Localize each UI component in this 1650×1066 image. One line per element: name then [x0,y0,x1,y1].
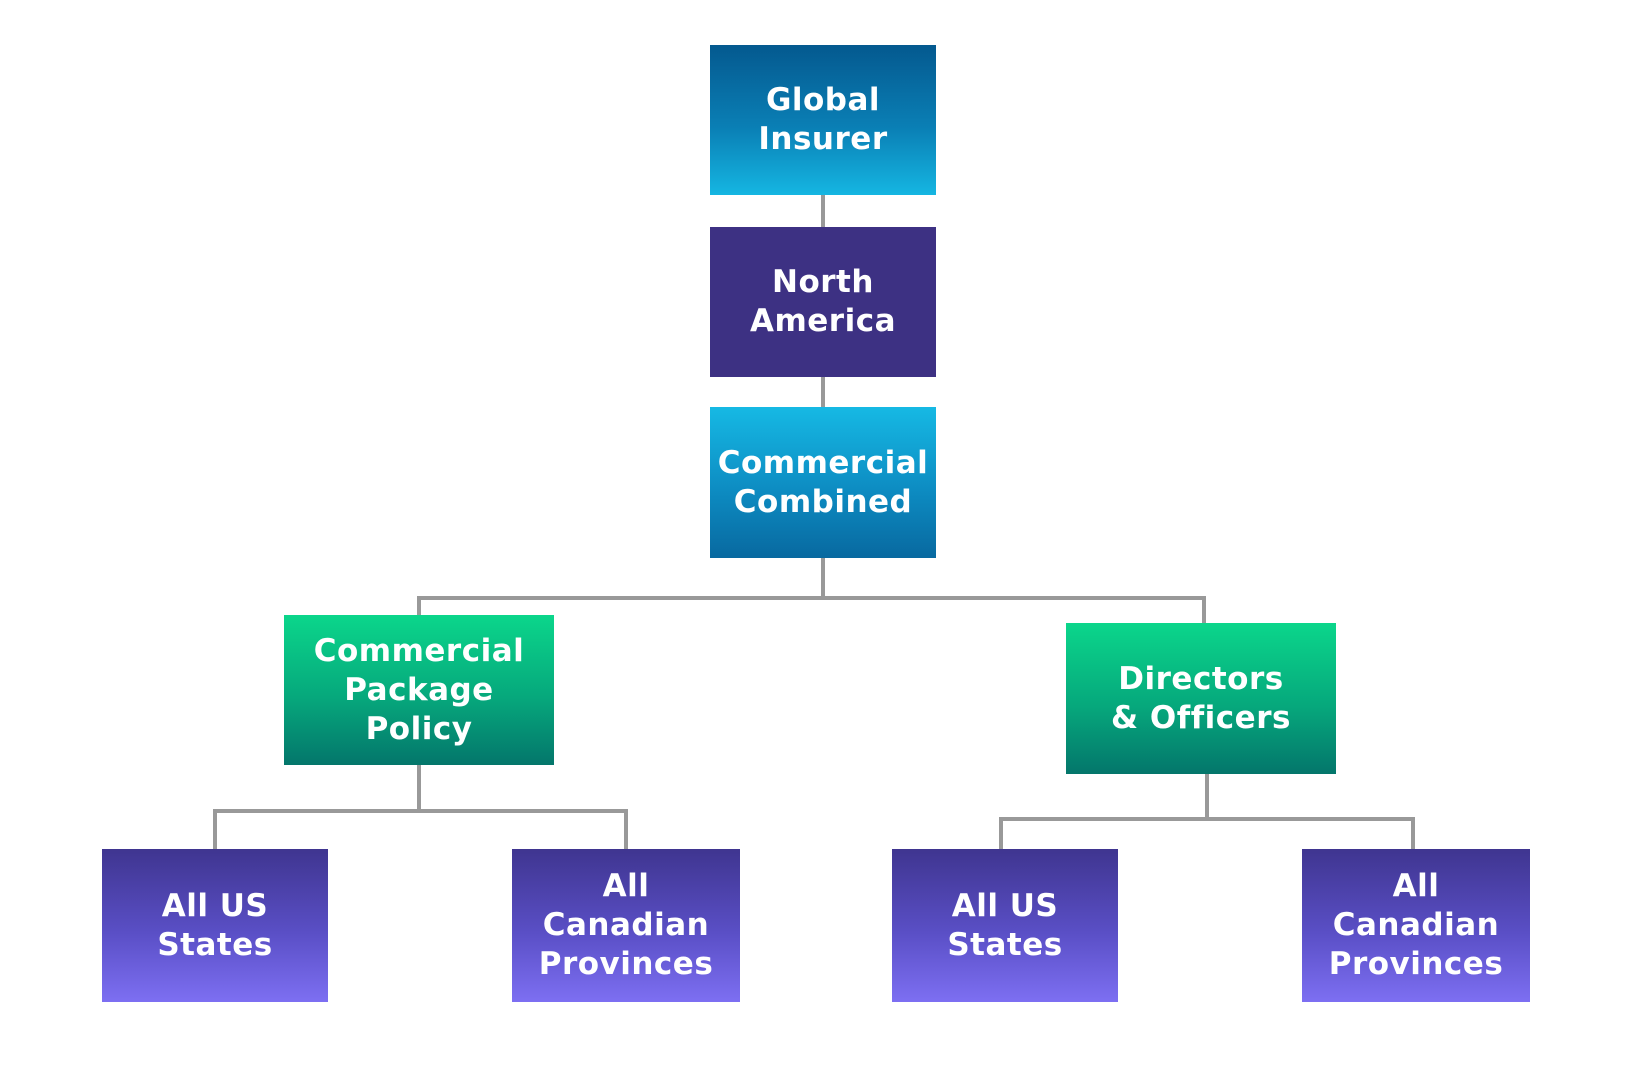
node-do-all-canadian-provinces: All Canadian Provinces [1302,849,1530,1002]
node-label: All Canadian Provinces [538,868,714,982]
node-commercial-combined: Commercial Combined [710,407,936,558]
node-label: Commercial Combined [717,444,929,520]
node-cpp-all-canadian-provinces: All Canadian Provinces [512,849,740,1002]
node-label: All US States [157,887,273,963]
node-label: Global Insurer [758,82,888,157]
connector-split-to-directors-officers [821,596,1206,625]
node-do-all-us-states: All US States [892,849,1118,1002]
connector-split-to-commercial-package-policy [417,596,825,617]
node-commercial-package-policy: Commercial Package Policy [284,615,554,765]
node-global-insurer: Global Insurer [710,45,936,195]
node-cpp-all-us-states: All US States [102,849,328,1002]
connector-do-to-all-us-states [999,817,1209,851]
node-label: Commercial Package Policy [313,632,525,747]
node-label: All Canadian Provinces [1328,868,1504,982]
node-label: North America [749,264,897,339]
node-north-america: North America [710,227,936,377]
connector-cpp-to-all-canadian-provinces [417,809,628,851]
connector-cpp-to-all-us-states [213,809,421,851]
node-label: Directors & Officers [1111,660,1291,736]
node-directors-officers: Directors & Officers [1066,623,1336,774]
node-label: All US States [947,887,1063,963]
connector-do-to-all-canadian-provinces [1205,817,1415,857]
